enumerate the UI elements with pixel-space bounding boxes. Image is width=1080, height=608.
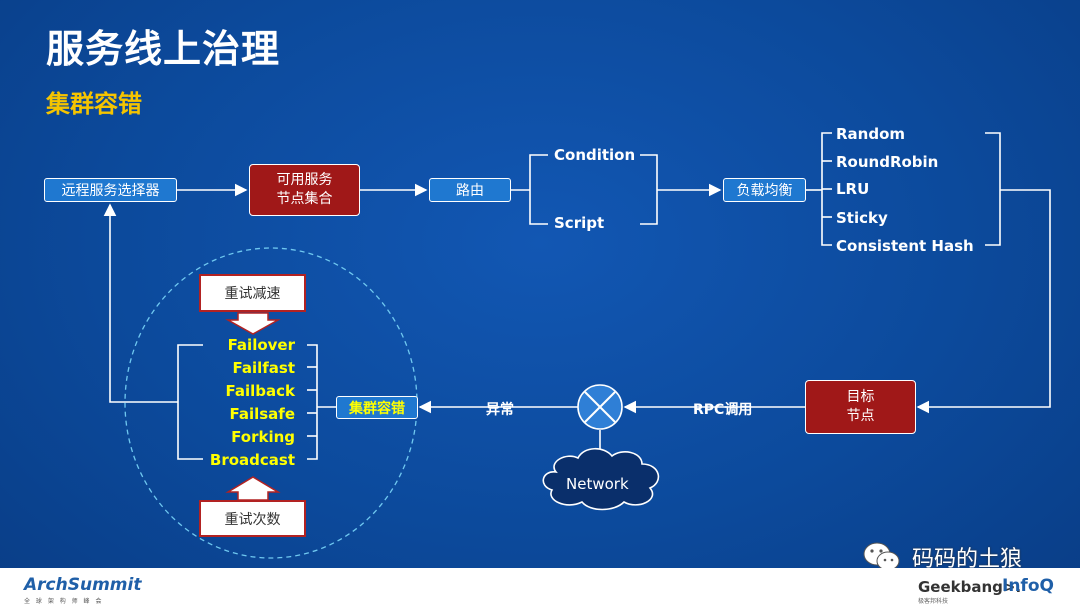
- target-node-box: 目标 节点: [805, 380, 916, 434]
- lb-bracket-right: [985, 132, 1001, 246]
- lb-option: LRU: [836, 180, 870, 198]
- lb-option: Sticky: [836, 209, 888, 227]
- archsummit-logo: ArchSummit: [24, 575, 142, 595]
- up-arrow-icon: [225, 476, 281, 501]
- watermark: 码码的土狼: [862, 540, 1022, 574]
- footer-bar: [0, 568, 1080, 608]
- target-label-2: 节点: [846, 408, 875, 424]
- network-cloud-icon: [542, 447, 660, 511]
- watermark-text: 码码的土狼: [912, 547, 1023, 572]
- route-bracket-right: [640, 154, 658, 225]
- edge-lb-target: [916, 189, 1051, 414]
- archsummit-subtitle: 全 球 架 构 师 峰 会: [24, 598, 104, 605]
- strategy-bracket-right: [307, 344, 318, 460]
- strategy-item: Failsafe: [229, 405, 295, 423]
- down-arrow-icon: [225, 312, 281, 335]
- selector-node: 远程服务选择器: [44, 178, 177, 202]
- lb-option: Consistent Hash: [836, 237, 974, 255]
- strategy-item: Broadcast: [209, 451, 295, 469]
- strategy-item: Failfast: [232, 359, 295, 377]
- route-option-condition: Condition: [554, 146, 636, 164]
- page-title: 服务线上治理: [46, 27, 281, 71]
- lb-option: Random: [836, 125, 906, 143]
- target-label-1: 目标: [846, 389, 875, 405]
- available-nodes-box: 可用服务 节点集合: [249, 164, 360, 216]
- wechat-icon: [863, 542, 900, 571]
- load-balance-node: 负载均衡: [723, 178, 806, 202]
- route-option-script: Script: [554, 214, 605, 232]
- retry-slowdown-box: 重试减速: [199, 274, 306, 312]
- cluster-fault-node: 集群容错: [336, 396, 418, 419]
- edge-loop-selector: [103, 203, 178, 403]
- rpc-label: RPC调用: [693, 402, 753, 418]
- lb-option: RoundRobin: [836, 153, 939, 171]
- page-subtitle: 集群容错: [46, 90, 142, 118]
- network-label: Network: [566, 475, 629, 493]
- retry-count-box: 重试次数: [199, 500, 306, 537]
- route-bracket-left: [529, 154, 548, 225]
- strategy-item: Forking: [231, 428, 295, 446]
- infoq-logo: InfoQ: [1002, 576, 1054, 596]
- network-switch-icon: [577, 384, 623, 430]
- geekbang-logo: Geekbang>.: [918, 578, 1022, 596]
- exception-label: 异常: [486, 402, 514, 418]
- strategy-item: Failback: [225, 382, 296, 400]
- route-node: 路由: [429, 178, 511, 202]
- strategy-item: Failover: [227, 336, 295, 354]
- available-nodes-label-1: 可用服务: [276, 172, 333, 188]
- available-nodes-label-2: 节点集合: [276, 191, 333, 207]
- geekbang-subtitle: 极客邦科技: [918, 598, 949, 605]
